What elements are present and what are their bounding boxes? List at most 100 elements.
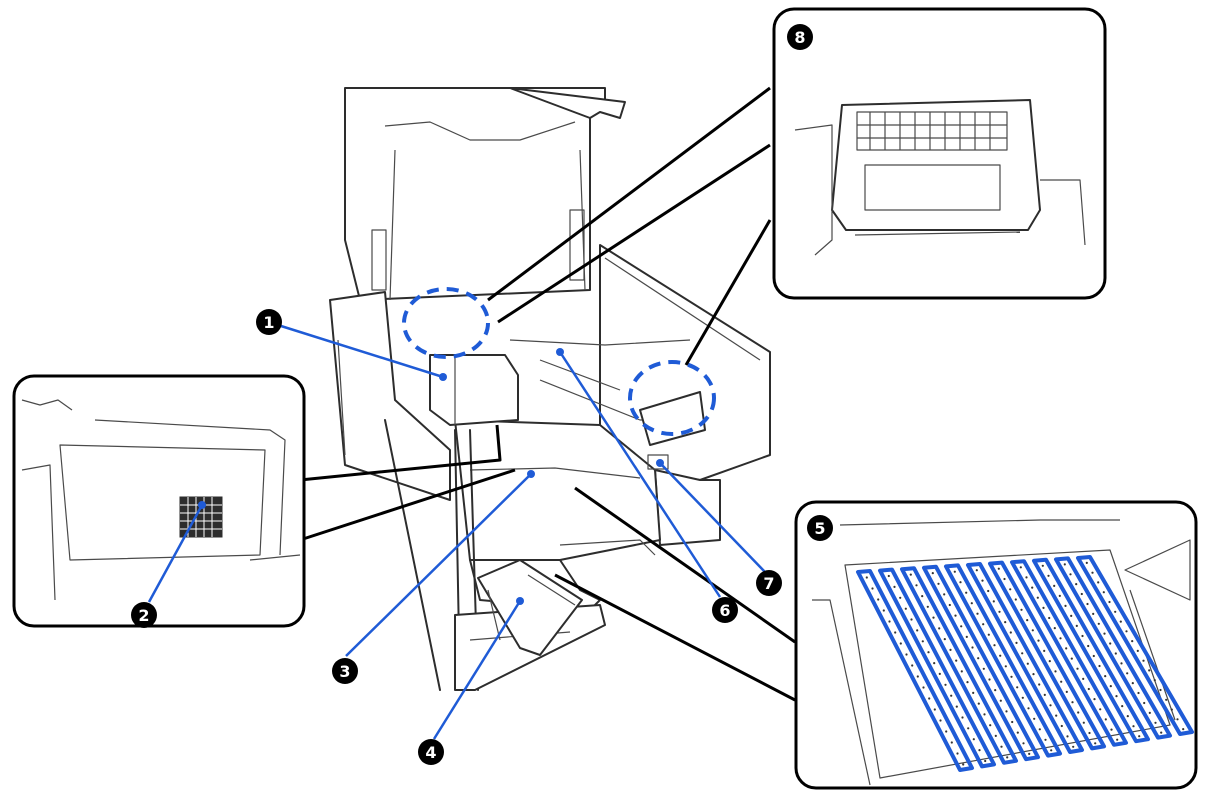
suction-strip [1054,556,1172,740]
suction-hole [1070,614,1073,618]
suction-strip [944,563,1062,758]
suction-hole [1120,662,1123,665]
inset-5-group [554,486,1198,790]
callout-6-badge [712,597,738,623]
suction-hole [1093,698,1096,701]
suction-hole [1066,735,1069,738]
suction-hole [1102,591,1105,594]
suction-hole [1108,600,1111,604]
inset-8-frame-right [1040,179,1086,246]
suction-hole [1082,677,1085,681]
suction-hole [1142,659,1145,662]
callout-3-label: 3 [339,662,350,681]
suction-hole [972,691,975,695]
suction-hole [1058,594,1061,598]
suction-hole [911,664,914,667]
suction-hole [1004,665,1007,668]
inset-5-side-block [1124,539,1191,601]
suction-hole [1054,670,1057,673]
suction-hole [981,579,984,582]
suction-hole [959,581,962,584]
suction-strip [878,567,996,769]
base-groove [559,539,656,556]
inset-5-frame-left [812,599,871,786]
suction-hole [916,629,919,632]
suction-hole [978,749,981,752]
flushing-pad-holder [647,454,669,470]
suction-hole [1015,641,1018,645]
suction-hole [1176,718,1179,721]
suction-hole [931,572,934,575]
suction-hole [972,738,975,741]
suction-hole [1064,604,1067,608]
inset-8-filter-grille [856,111,1008,151]
leader-dot-4 [516,597,524,605]
suction-hole [1021,696,1024,699]
printer-illustration [329,87,771,691]
suction-hole [1087,687,1090,691]
suction-hole [943,638,946,641]
suction-hole [1048,660,1051,663]
callout-1-label: 1 [263,313,274,332]
suction-strip [922,564,1040,762]
suction-strip [900,566,1018,765]
leader-dot-1 [439,373,447,381]
leader-4 [432,600,522,740]
callout-5: 5 [807,515,833,541]
suction-hole [961,716,964,719]
suction-hole [932,616,935,619]
carriage-rail [509,339,691,346]
suction-hole [1010,675,1013,678]
suction-hole [993,644,996,647]
suction-hole [1104,675,1107,678]
inset-2-rail [249,554,301,561]
suction-hole [1087,644,1090,648]
suction-hole [1026,619,1029,622]
suction-hole [1109,642,1112,645]
suction-hole [987,589,990,593]
rail-guide [539,359,621,391]
suction-hole [1114,652,1117,655]
callout-7-badge [756,570,782,596]
suction-hole [1091,571,1094,574]
suction-hole [1080,592,1083,596]
inset-5-suction-strips [856,555,1194,772]
suction-hole [1088,731,1091,735]
inset-8-base-line [854,231,1021,236]
right-housing-edge [604,257,761,361]
inset-8-lead-mid [497,143,771,324]
suction-hole [1072,745,1075,748]
suction-hole [988,678,991,681]
suction-hole [1014,598,1017,601]
suction-hole [1049,704,1052,707]
suction-hole [927,651,930,654]
suction-hole [1125,630,1128,633]
suction-hole [1021,652,1024,655]
suction-hole [1075,624,1078,628]
suction-hole [1069,573,1072,576]
suction-hole [1031,629,1034,632]
suction-hole [1131,682,1134,685]
suction-hole [894,631,897,634]
diagonal-frame [384,419,441,691]
suction-hole [1038,728,1041,731]
suction-hole [1048,616,1051,620]
suction-hole [921,640,924,643]
cartridge-side [487,589,501,641]
suction-hole [1053,627,1056,630]
leader-dot-7 [656,459,664,467]
lid-hinge-right [569,209,585,281]
suction-hole [899,596,902,599]
suction-hole [1082,721,1085,724]
lid-strut-left [389,149,396,301]
suction-hole [922,686,925,689]
suction-hole [994,689,997,692]
inset-2-edge [21,399,73,411]
suction-hole [966,681,969,684]
suction-hole [865,576,868,579]
suction-hole [1043,693,1046,697]
callout-2-label: 2 [138,606,149,625]
callout-3-badge [332,658,358,684]
suction-hole [975,569,978,572]
inset-2-lead-top [299,424,502,482]
